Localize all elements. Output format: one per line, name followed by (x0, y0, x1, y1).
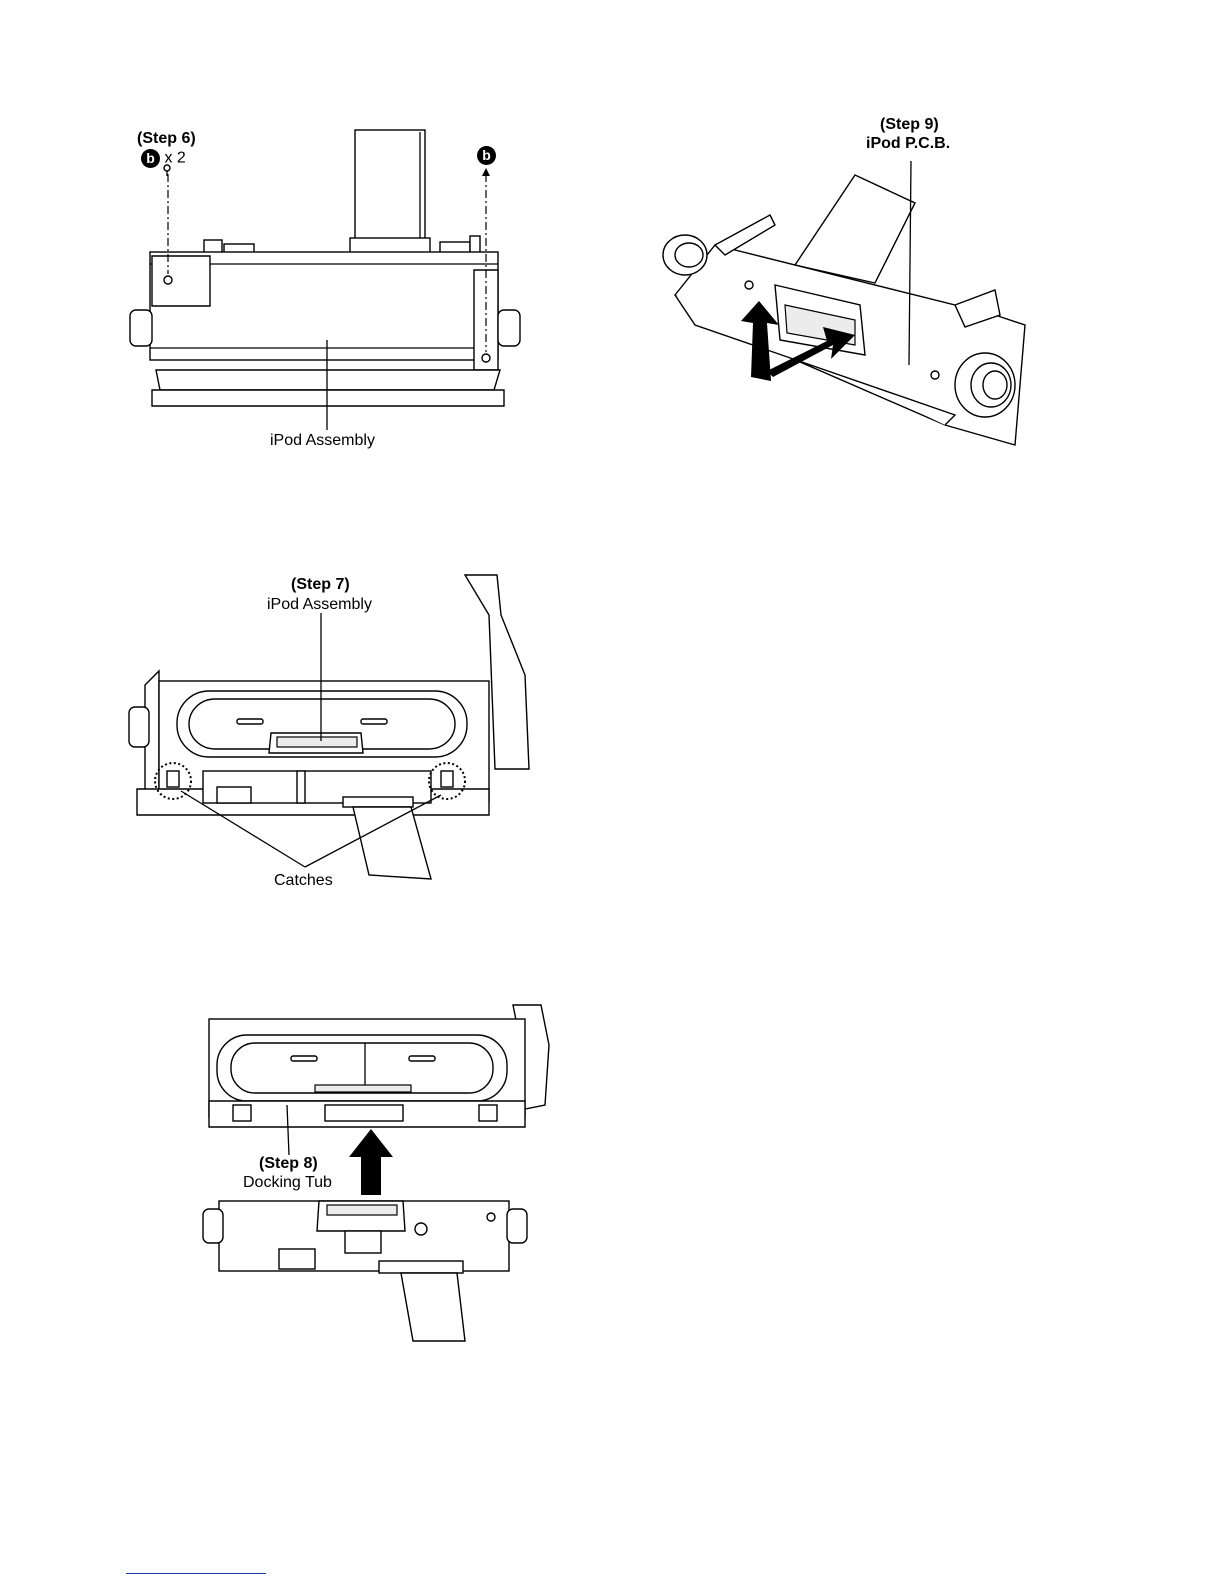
footer-rule (126, 1573, 266, 1574)
step7-catches-drawing (125, 575, 535, 885)
screw-icon (164, 165, 170, 176)
step9-title: (Step 9) (880, 116, 939, 134)
catches-label: Catches (274, 872, 333, 890)
step6-ipod-assembly-drawing (120, 160, 540, 460)
step9-pcb-drawing (655, 155, 1035, 455)
screw-icon (482, 354, 490, 362)
step6-title: (Step 6) (137, 130, 196, 148)
step8-title: (Step 8) (259, 1155, 318, 1173)
screw-icon (164, 276, 172, 284)
step9-part-label: iPod P.C.B. (866, 135, 950, 153)
step8-part-label: Docking Tub (243, 1174, 332, 1192)
arrow-up-icon (349, 1129, 393, 1195)
step6-assembly-label: iPod Assembly (270, 432, 375, 450)
